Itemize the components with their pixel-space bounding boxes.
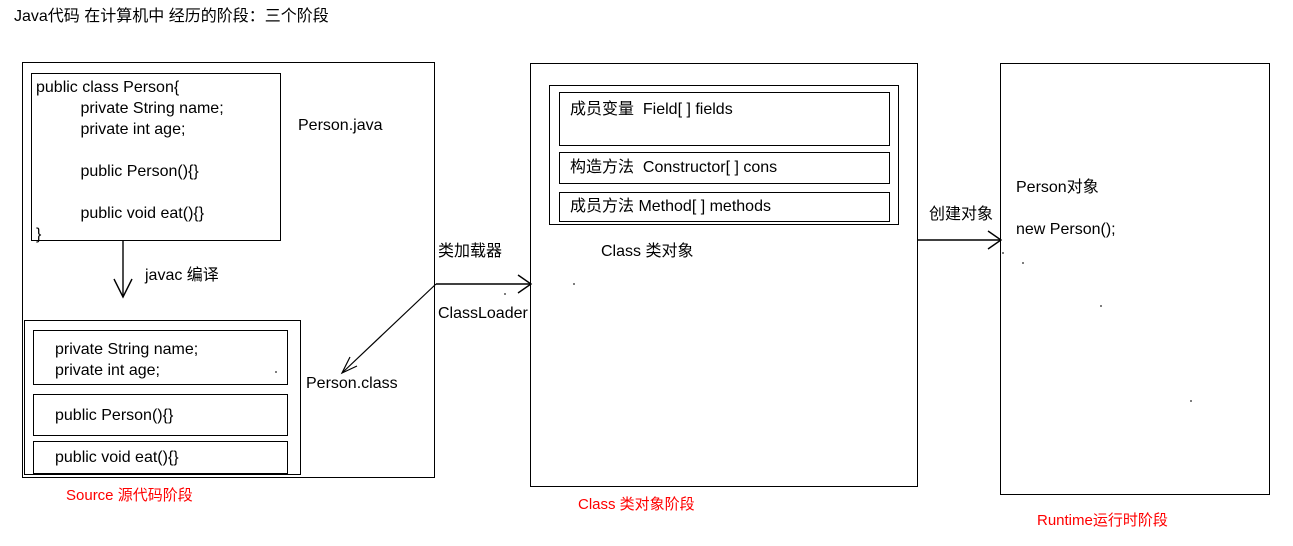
class-methods-box <box>559 192 890 222</box>
class-object-label: Class 类对象 <box>601 243 694 260</box>
class-fields-box <box>559 92 890 146</box>
runtime-stage-label: Runtime运行时阶段 <box>1037 512 1168 529</box>
compiled-class-box <box>24 320 301 475</box>
create-object-arrow <box>918 230 1003 250</box>
javac-arrow-label: javac 编译 <box>145 267 219 284</box>
source-code-line-1: private String name; <box>36 100 224 117</box>
source-stage-label: Source 源代码阶段 <box>66 487 193 504</box>
source-code-line-0: public class Person{ <box>36 79 180 96</box>
compiled-method-box <box>33 441 288 474</box>
speckle-dot <box>1100 305 1102 307</box>
speckle-dot <box>573 283 575 285</box>
classloader-label-cn: 类加载器 <box>438 243 503 260</box>
class-constructors-label: 构造方法 Constructor[ ] cons <box>570 159 778 176</box>
source-code-box <box>31 73 281 241</box>
compiled-field-line-1: private int age; <box>55 362 160 379</box>
source-code-line-4: public Person(){} <box>36 163 199 180</box>
runtime-object-label: Person对象 <box>1016 179 1099 196</box>
class-constructors-box <box>559 152 890 184</box>
speckle-dot <box>275 371 277 373</box>
speckle-dot <box>504 293 506 295</box>
source-stage-box <box>22 62 435 478</box>
class-stage-label: Class 类对象阶段 <box>578 496 695 513</box>
person-class-label: Person.class <box>306 375 398 392</box>
classloader-arrow <box>436 274 533 294</box>
source-code-line-6: public void eat(){} <box>36 205 205 222</box>
speckle-dot <box>1190 400 1192 402</box>
runtime-stage-box <box>1000 63 1270 495</box>
compiled-constructor-line: public Person(){} <box>55 407 174 424</box>
compiled-fields-box <box>33 330 288 385</box>
speckle-dot <box>1022 262 1024 264</box>
compiled-field-line-0: private String name; <box>55 341 199 358</box>
compiled-constructor-box <box>33 394 288 436</box>
page-title: Java代码 在计算机中 经历的阶段：三个阶段 <box>14 8 329 25</box>
create-object-arrow-label: 创建对象 <box>929 206 994 223</box>
class-members-box <box>549 85 899 225</box>
source-code-line-2: private int age; <box>36 121 186 138</box>
speckle-dot <box>1002 252 1004 254</box>
person-java-label: Person.java <box>298 117 383 134</box>
classloader-label-en: ClassLoader <box>438 305 528 322</box>
class-fields-label: 成员变量 Field[ ] fields <box>570 101 733 118</box>
runtime-new-expression: new Person(); <box>1016 221 1116 238</box>
compiled-method-line: public void eat(){} <box>55 449 179 466</box>
class-methods-label: 成员方法 Method[ ] methods <box>570 198 771 215</box>
source-code-line-7: } <box>36 226 42 243</box>
